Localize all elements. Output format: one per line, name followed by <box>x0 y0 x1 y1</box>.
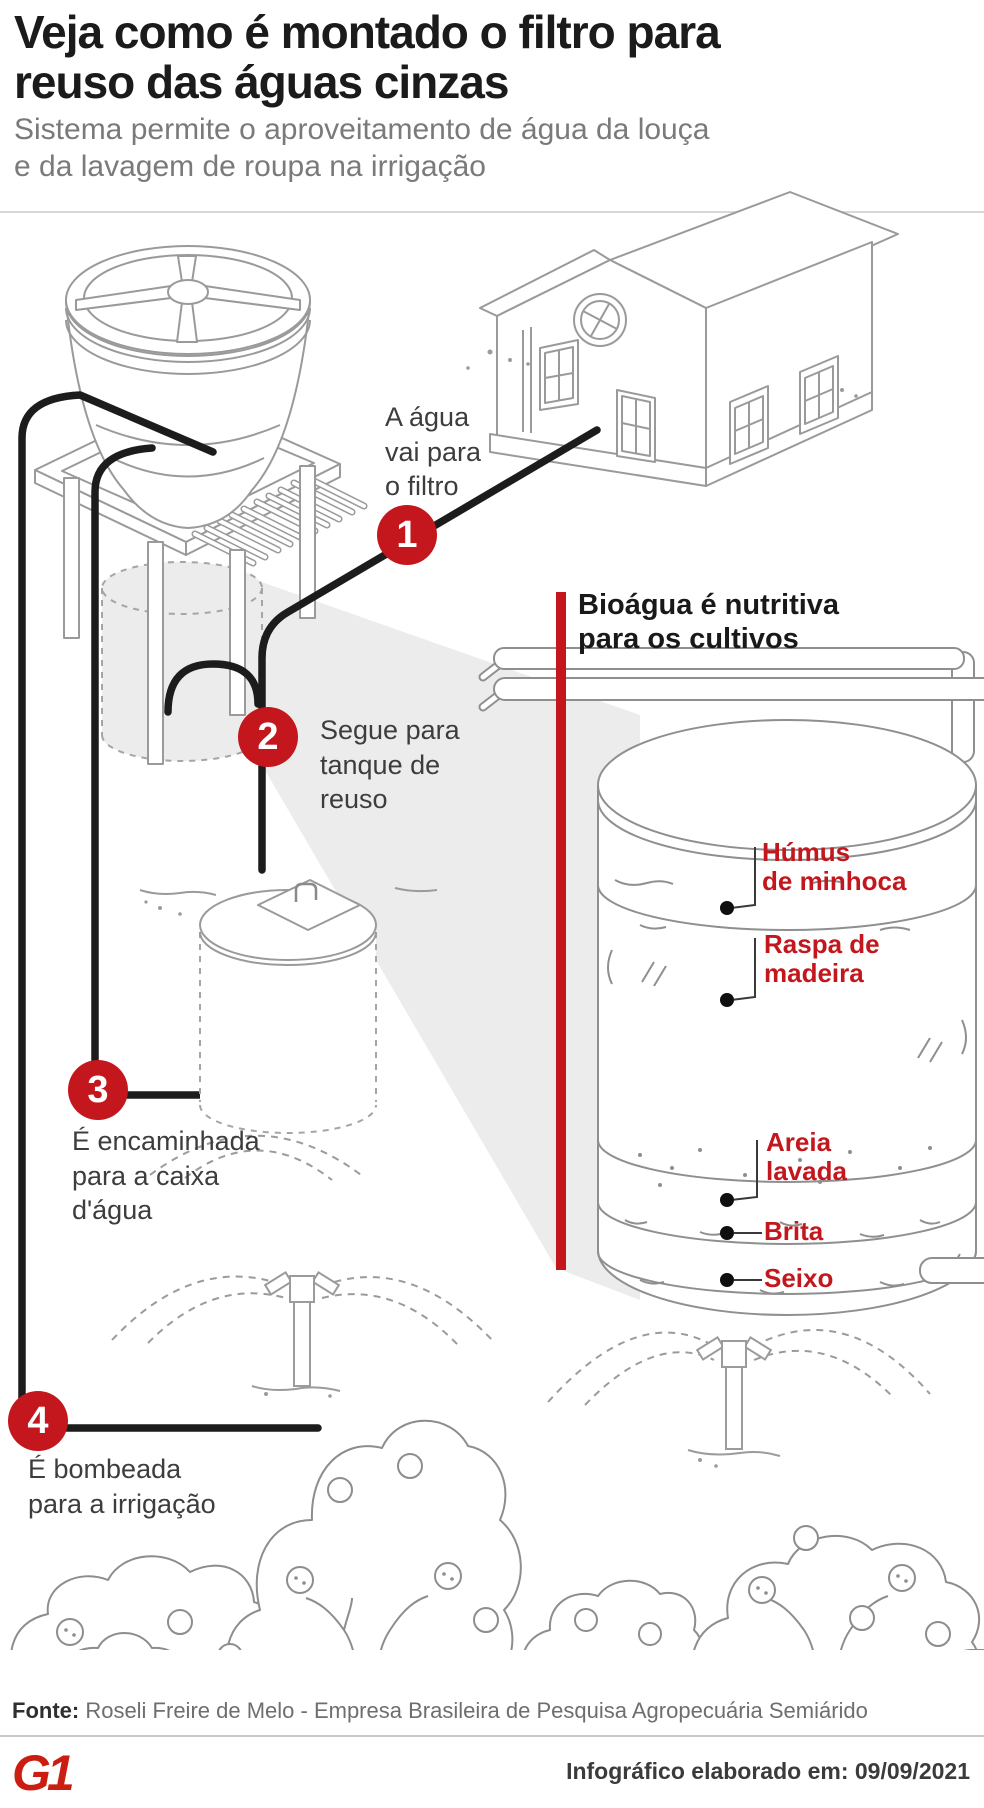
callout-dot <box>720 1193 734 1207</box>
house-gable-window <box>539 339 579 411</box>
orchard-trees <box>10 1419 984 1650</box>
house-front-window <box>616 389 656 463</box>
step-badge-3: 3 <box>68 1060 128 1120</box>
house-side-window-1 <box>729 385 769 465</box>
round-filter-tank <box>65 245 311 529</box>
tank-fan-lid <box>75 255 301 343</box>
ground-lines <box>251 1385 781 1457</box>
callout-dot <box>720 993 734 1007</box>
layer-label-raspa: Raspa de madeira <box>764 929 880 989</box>
g1-logo: G1 <box>10 1745 94 1805</box>
tree-fruits <box>56 1453 951 1650</box>
house-round-window <box>573 293 627 347</box>
pipe-from-house <box>258 426 601 874</box>
reuse-tank <box>199 879 377 1134</box>
sprinkler-2 <box>695 1336 773 1450</box>
step-badge-1: 1 <box>377 505 437 565</box>
step-label-2: Segue para tanque de reuso <box>320 715 460 815</box>
tree-canopy <box>693 1535 981 1650</box>
source-label: Fonte: <box>12 1698 80 1723</box>
step-badge-4: 4 <box>8 1391 68 1451</box>
step-number: 2 <box>257 715 279 758</box>
reuse-tank-lid <box>257 879 361 931</box>
layer-label-brita: Brita <box>764 1216 824 1246</box>
step-number: 1 <box>396 513 418 556</box>
callout-dot <box>720 1226 734 1240</box>
house-illustration <box>479 191 899 487</box>
accent-bar <box>556 592 566 1270</box>
gray-flow-wedge <box>250 578 640 1300</box>
layer-label-humus: Húmus de minhoca <box>762 837 907 897</box>
sprinkler-1 <box>263 1271 341 1387</box>
sprinklers <box>111 887 931 1457</box>
layer-callouts <box>720 847 762 1287</box>
tank-outlet-pipe <box>919 1257 984 1284</box>
step-label-3: É encaminhada para a caixa d'água <box>72 1126 260 1226</box>
pipe-arch <box>164 660 262 716</box>
stand-slats <box>191 473 368 567</box>
section-heading: Bioágua é nutritiva para os cultivos <box>578 589 840 656</box>
step-number: 3 <box>87 1068 109 1111</box>
ground-dots <box>144 349 858 1468</box>
filter-cross-section-tank <box>478 647 984 1316</box>
layer-label-areia: Areia lavada <box>766 1127 847 1187</box>
tree-canopy <box>523 1579 704 1650</box>
footer-divider <box>0 1735 984 1737</box>
tank-inlet-pipes <box>478 647 984 712</box>
step-badge-2: 2 <box>238 707 298 767</box>
credit-date: Infográfico elaborado em: 09/09/2021 <box>566 1758 970 1784</box>
step-label-4: É bombeada para a irrigação <box>28 1454 216 1519</box>
source-line: Fonte: Roseli Freire de Melo - Empresa B… <box>12 1698 974 1724</box>
lid-handle <box>294 882 318 902</box>
diagram-illustration <box>0 191 984 1650</box>
page-title: Veja como é montado o filtro para reuso … <box>14 6 721 108</box>
house-side-window-2 <box>799 355 839 435</box>
callout-dot <box>720 1273 734 1287</box>
source-text: Roseli Freire de Melo - Empresa Brasilei… <box>79 1698 868 1723</box>
page-subtitle: Sistema permite o aproveitamento de água… <box>14 113 710 183</box>
g1-logo-text: G1 <box>12 1746 73 1800</box>
step-label-1: A água vai para o filtro <box>385 402 482 502</box>
callout-dot <box>720 901 734 915</box>
layer-label-seixo: Seixo <box>764 1263 834 1293</box>
step-number: 4 <box>27 1399 49 1442</box>
